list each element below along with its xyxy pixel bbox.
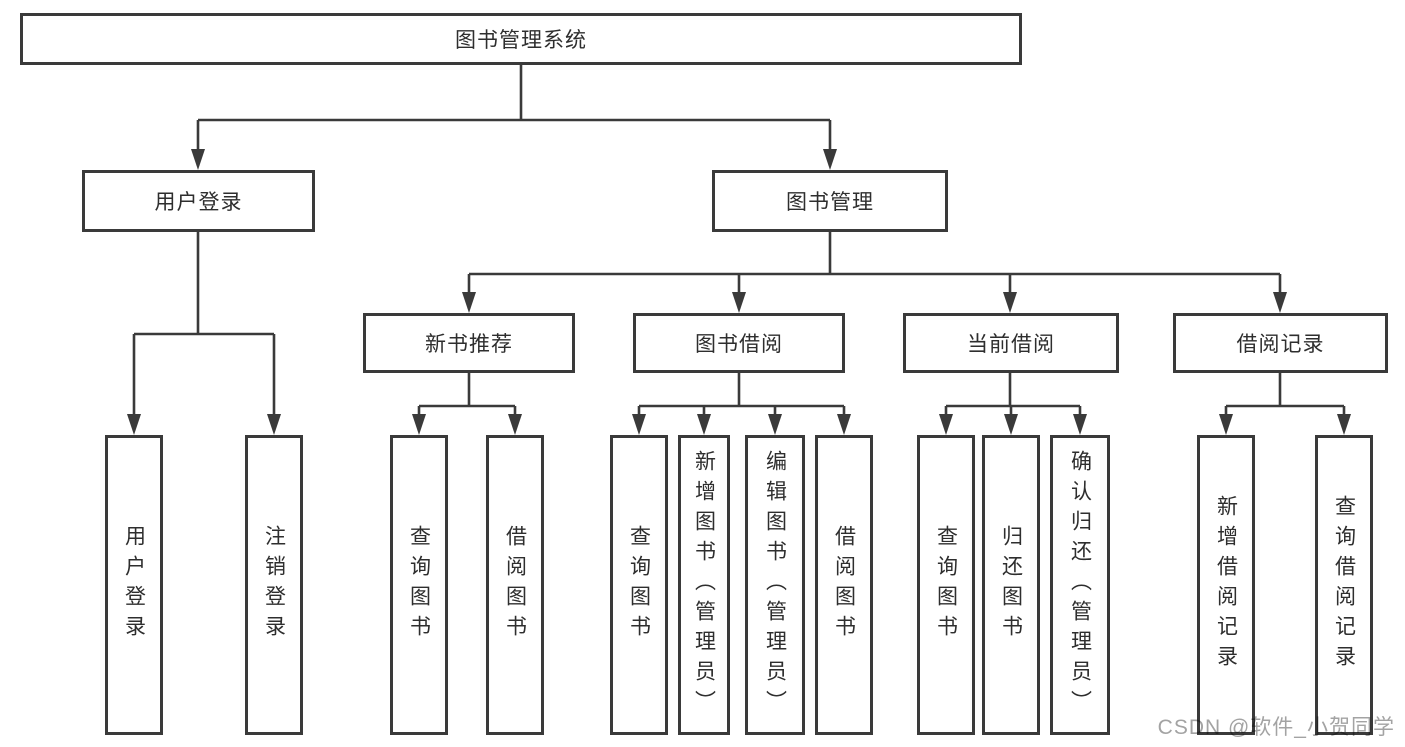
node-label: 新增图书（管理员） xyxy=(692,450,716,720)
leaf-confirm-return-admin: 确认归还（管理员） xyxy=(1050,435,1110,735)
node-label: 查询借阅记录 xyxy=(1332,495,1356,675)
node-new-book-recommend: 新书推荐 xyxy=(363,313,575,373)
node-label: 图书管理 xyxy=(786,191,874,214)
node-label: 确认归还（管理员） xyxy=(1068,450,1092,720)
node-label: 编辑图书（管理员） xyxy=(763,450,787,720)
node-label: 用户登录 xyxy=(122,525,146,645)
node-user-login: 用户登录 xyxy=(82,170,315,232)
leaf-query-books-3: 查询图书 xyxy=(917,435,975,735)
node-label: 借阅图书 xyxy=(503,525,527,645)
node-current-borrow: 当前借阅 xyxy=(903,313,1119,373)
leaf-add-borrow-record: 新增借阅记录 xyxy=(1197,435,1255,735)
node-label: 归还图书 xyxy=(999,525,1023,645)
node-label: 借阅记录 xyxy=(1236,333,1325,356)
node-book-borrow: 图书借阅 xyxy=(633,313,845,373)
leaf-add-book-admin: 新增图书（管理员） xyxy=(678,435,730,735)
node-label: 借阅图书 xyxy=(832,525,856,645)
node-label: 注销登录 xyxy=(262,525,286,645)
leaf-query-books-2: 查询图书 xyxy=(610,435,668,735)
leaf-borrow-books-1: 借阅图书 xyxy=(486,435,544,735)
leaf-borrow-books-2: 借阅图书 xyxy=(815,435,873,735)
leaf-edit-book-admin: 编辑图书（管理员） xyxy=(745,435,805,735)
leaf-logout: 注销登录 xyxy=(245,435,303,735)
node-label: 查询图书 xyxy=(627,525,651,645)
node-root: 图书管理系统 xyxy=(20,13,1022,65)
node-book-management: 图书管理 xyxy=(712,170,948,232)
csdn-watermark: CSDN @软件_小贺同学 xyxy=(1157,716,1395,739)
node-label: 用户登录 xyxy=(154,191,243,214)
leaf-user-login: 用户登录 xyxy=(105,435,163,735)
node-label: 查询图书 xyxy=(407,525,431,645)
leaf-query-books-1: 查询图书 xyxy=(390,435,448,735)
node-label: 新增借阅记录 xyxy=(1214,495,1238,675)
node-label: 当前借阅 xyxy=(967,333,1055,356)
node-label: 图书借阅 xyxy=(695,333,783,356)
node-label: 查询图书 xyxy=(934,525,958,645)
leaf-query-borrow-record: 查询借阅记录 xyxy=(1315,435,1373,735)
node-borrow-records: 借阅记录 xyxy=(1173,313,1388,373)
node-label: 新书推荐 xyxy=(425,333,513,356)
leaf-return-book: 归还图书 xyxy=(982,435,1040,735)
node-label: 图书管理系统 xyxy=(455,29,587,52)
